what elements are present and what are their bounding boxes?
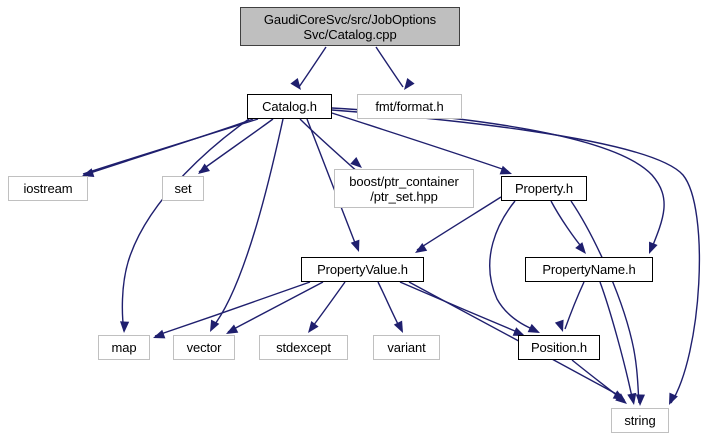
arrow-head bbox=[308, 321, 319, 333]
arrow-head bbox=[649, 241, 658, 254]
edge-property_h-to-position_h bbox=[489, 200, 538, 332]
arrow-head bbox=[290, 78, 301, 90]
graph-node-property_h[interactable]: Property.h bbox=[501, 176, 587, 201]
graph-node-root[interactable]: GaudiCoreSvc/src/JobOptions Svc/Catalog.… bbox=[240, 7, 460, 46]
edge-propertyvalue_h-to-vector bbox=[227, 281, 324, 333]
arrow-heads bbox=[82, 78, 678, 406]
edge-catalog_h-to-set bbox=[198, 118, 274, 173]
graph-node-label: map bbox=[111, 340, 137, 355]
arrow-head bbox=[393, 320, 403, 333]
graph-node-stdexcept[interactable]: stdexcept bbox=[259, 335, 348, 360]
graph-node-label: string bbox=[624, 413, 656, 428]
edge-propertyvalue_h-to-position_h bbox=[399, 281, 523, 335]
graph-node-iostream[interactable]: iostream bbox=[8, 176, 88, 201]
edge-root-to-catalog_h bbox=[298, 46, 327, 88]
edge-propertyname_h-to-position_h bbox=[564, 281, 585, 330]
graph-node-label: set bbox=[174, 181, 192, 196]
arrow-head bbox=[350, 156, 362, 168]
arrow-head bbox=[615, 393, 627, 404]
graph-node-boost_ptr_set[interactable]: boost/ptr_container /ptr_set.hpp bbox=[334, 169, 474, 208]
graph-node-position_h[interactable]: Position.h bbox=[518, 335, 600, 360]
edge-propertyvalue_h-to-stdexcept bbox=[309, 281, 346, 331]
edge-property_h-to-propertyvalue_h bbox=[416, 196, 502, 251]
arrow-head bbox=[210, 319, 220, 332]
edge-catalog_h-to-string bbox=[331, 109, 701, 404]
graph-node-string[interactable]: string bbox=[611, 408, 669, 433]
arrow-head bbox=[415, 243, 428, 253]
graph-node-label: PropertyName.h bbox=[542, 262, 636, 277]
graph-node-label: iostream bbox=[23, 181, 73, 196]
graph-node-label: stdexcept bbox=[276, 340, 331, 355]
graph-node-label: PropertyValue.h bbox=[317, 262, 408, 277]
graph-node-propertyvalue_h[interactable]: PropertyValue.h bbox=[301, 257, 424, 282]
edge-catalog_h-to-propertyvalue_h bbox=[306, 118, 358, 249]
graph-node-label: Catalog.h bbox=[262, 99, 317, 114]
arrow-head bbox=[499, 165, 512, 175]
graph-node-label: fmt/format.h bbox=[375, 99, 444, 114]
edge-property_h-to-propertyname_h bbox=[550, 200, 585, 251]
edge-propertyvalue_h-to-map bbox=[154, 281, 311, 337]
graph-node-propertyname_h[interactable]: PropertyName.h bbox=[525, 257, 653, 282]
graph-node-label: Position.h bbox=[530, 340, 588, 355]
arrow-head bbox=[198, 163, 211, 174]
graph-node-label: vector bbox=[186, 340, 222, 355]
graph-node-map[interactable]: map bbox=[98, 335, 150, 360]
edge-catalog_h-to-property_h bbox=[331, 112, 509, 172]
graph-node-variant[interactable]: variant bbox=[373, 335, 440, 360]
graph-node-label: boost/ptr_container /ptr_set.hpp bbox=[349, 173, 459, 204]
arrow-head bbox=[153, 329, 166, 339]
edge-catalog_h-to-map bbox=[121, 118, 250, 332]
arrow-head bbox=[527, 323, 540, 333]
edge-propertyname_h-to-string bbox=[599, 281, 634, 403]
arrow-head bbox=[554, 319, 564, 332]
graph-node-label: GaudiCoreSvc/src/JobOptions Svc/Catalog.… bbox=[263, 11, 437, 42]
arrow-head bbox=[120, 321, 130, 333]
arrow-head bbox=[512, 327, 525, 336]
graph-node-label: Property.h bbox=[514, 181, 573, 196]
arrow-head bbox=[404, 78, 415, 90]
edge-catalog_h-to-iostream_b bbox=[83, 118, 254, 176]
arrow-head bbox=[627, 392, 637, 405]
edge-propertyvalue_h-to-variant bbox=[377, 281, 402, 331]
arrow-head bbox=[575, 242, 586, 254]
graph-node-catalog_h[interactable]: Catalog.h bbox=[247, 94, 332, 119]
graph-node-label: variant bbox=[387, 340, 426, 355]
arrow-head bbox=[226, 324, 239, 334]
graph-node-vector[interactable]: vector bbox=[173, 335, 235, 360]
edge-root-to-fmt/format.h bbox=[375, 46, 404, 88]
arrow-head bbox=[82, 168, 95, 178]
edge-catalog_h-to-vector bbox=[211, 118, 284, 329]
edge-property_h-to-string bbox=[570, 200, 640, 404]
graph-node-set[interactable]: set bbox=[162, 176, 204, 201]
edge-catalog_h-to-boost bbox=[299, 118, 361, 175]
arrow-head bbox=[350, 239, 360, 252]
arrow-head bbox=[635, 394, 645, 406]
graph-node-fmt_format_h[interactable]: fmt/format.h bbox=[357, 94, 462, 119]
arrow-head bbox=[669, 392, 678, 405]
